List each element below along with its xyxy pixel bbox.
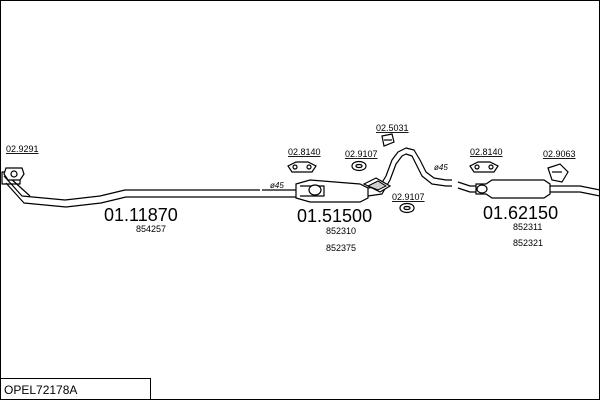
rubber-ring[interactable] [351,160,367,172]
front-flange-gasket[interactable] [3,167,25,181]
clamp-bracket[interactable] [381,133,395,147]
oem-number-label: 852311 [513,222,542,232]
fitting-code-label: 02.8140 [470,147,503,157]
oem-number-label: 854257 [136,224,166,234]
oem-number-label: 852375 [326,243,356,253]
rear-silencer[interactable] [457,179,600,199]
fitting-code-label: 02.9291 [6,144,39,154]
fitting-code-label: 02.5031 [376,123,409,133]
diameter-label: ø45 [434,163,448,172]
tailpipe-bracket[interactable] [547,163,569,183]
diagram-title: OPEL72178A [4,383,77,397]
assembly-ref-label: 01.51500 [297,206,372,226]
oem-number-label: 852321 [513,238,543,248]
front-pipe[interactable] [1,171,262,208]
middle-clamp[interactable] [362,177,392,193]
oem-number-label: 852310 [326,226,356,236]
middle-silencer[interactable] [262,147,452,203]
assembly-ref-label: 01.11870 [104,205,178,225]
fitting-code-label: 02.9107 [345,149,378,159]
rubber-hanger[interactable] [469,161,499,173]
diameter-label: ø45 [270,181,284,190]
assembly-ref-label: 01.62150 [483,203,558,223]
rubber-ring[interactable] [399,202,415,214]
fitting-code-label: 02.9107 [392,192,425,202]
fitting-code-label: 02.8140 [288,147,321,157]
fitting-code-label: 02.9063 [543,149,576,159]
rubber-hanger[interactable] [287,161,317,173]
